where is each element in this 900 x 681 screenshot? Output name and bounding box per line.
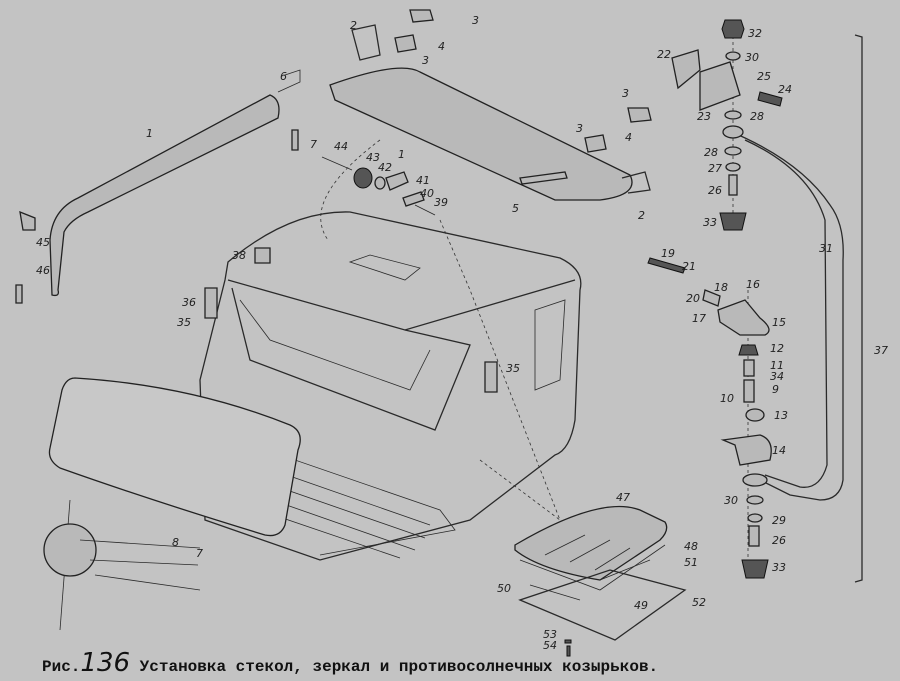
part-label: 37 [874,344,888,357]
part-label: 33 [703,216,717,229]
part-label: 2 [638,209,645,222]
part-label: 25 [757,70,771,83]
part-label: 47 [616,491,630,504]
part-label: 35 [506,362,520,375]
part-label: 12 [770,342,784,355]
windshield [43,377,301,631]
truck-cab [199,139,582,561]
mirror-bracket-parts [321,156,436,216]
part-label: 51 [684,556,698,569]
part-label: 43 [366,151,380,164]
part-label: 31 [819,242,833,255]
part-label: 48 [684,540,698,553]
part-label: 2 [350,19,357,32]
part-label: 19 [661,247,675,260]
part-label: 14 [772,444,786,457]
part-label: 13 [774,409,788,422]
part-label: 22 [657,48,671,61]
part-label: 10 [720,392,734,405]
part-label: 24 [778,83,792,96]
part-label: 9 [772,383,779,396]
part-label: 26 [772,534,786,547]
part-label: 54 [543,639,557,652]
part-label: 42 [378,161,392,174]
part-label: 44 [334,140,348,153]
part-label: 4 [625,131,632,144]
part-label: 15 [772,316,786,329]
part-label: 5 [512,202,519,215]
part-label: 53 [543,628,557,641]
mirror-arm-assembly [647,19,863,583]
part-label: 27 [708,162,722,175]
part-label: 3 [472,14,479,27]
part-label: 33 [772,561,786,574]
part-label: 7 [196,547,203,560]
part-label: 21 [682,260,696,273]
center-sun-visor [329,9,652,201]
part-number-labels: 1 6 7 45 46 2 3 4 3 44 43 42 41 40 39 1 … [36,14,888,652]
part-label: 20 [686,292,700,305]
part-label: 49 [634,599,648,612]
part-label: 1 [146,127,153,140]
part-label: 50 [497,582,511,595]
part-label: 28 [704,146,718,159]
part-label: 29 [772,514,786,527]
part-label: 28 [750,110,764,123]
part-label: 4 [438,40,445,53]
part-label: 41 [416,174,430,187]
part-label: 8 [172,536,179,549]
part-label: 34 [770,370,784,383]
part-label: 52 [692,596,706,609]
part-label: 40 [420,187,434,200]
part-label: 11 [770,359,784,372]
part-label: 23 [697,110,711,123]
part-label: 30 [745,51,759,64]
roof-hatch-assembly [479,459,687,657]
left-sun-visor [15,69,301,304]
part-label: 38 [232,249,246,262]
part-label: 32 [748,27,762,40]
part-label: 16 [746,278,760,291]
part-label: 35 [177,316,191,329]
caption-title: Установка стекол, зеркал и противосолнеч… [139,658,659,676]
part-label: 46 [36,264,50,277]
part-label: 39 [434,196,448,209]
part-label: 18 [714,281,728,294]
part-label: 3 [622,87,629,100]
part-label: 17 [692,312,706,325]
part-label: 1 [398,148,405,161]
part-label: 45 [36,236,50,249]
figure-number: 136 [80,648,131,678]
part-label: 7 [310,138,317,151]
part-label: 3 [576,122,583,135]
part-label: 6 [280,70,287,83]
part-label: 3 [422,54,429,67]
part-label: 26 [708,184,722,197]
part-label: 36 [182,296,196,309]
figure-caption: Рис.136 Установка стекол, зеркал и проти… [42,648,658,678]
caption-prefix: Рис. [42,658,81,676]
part-label: 30 [724,494,738,507]
